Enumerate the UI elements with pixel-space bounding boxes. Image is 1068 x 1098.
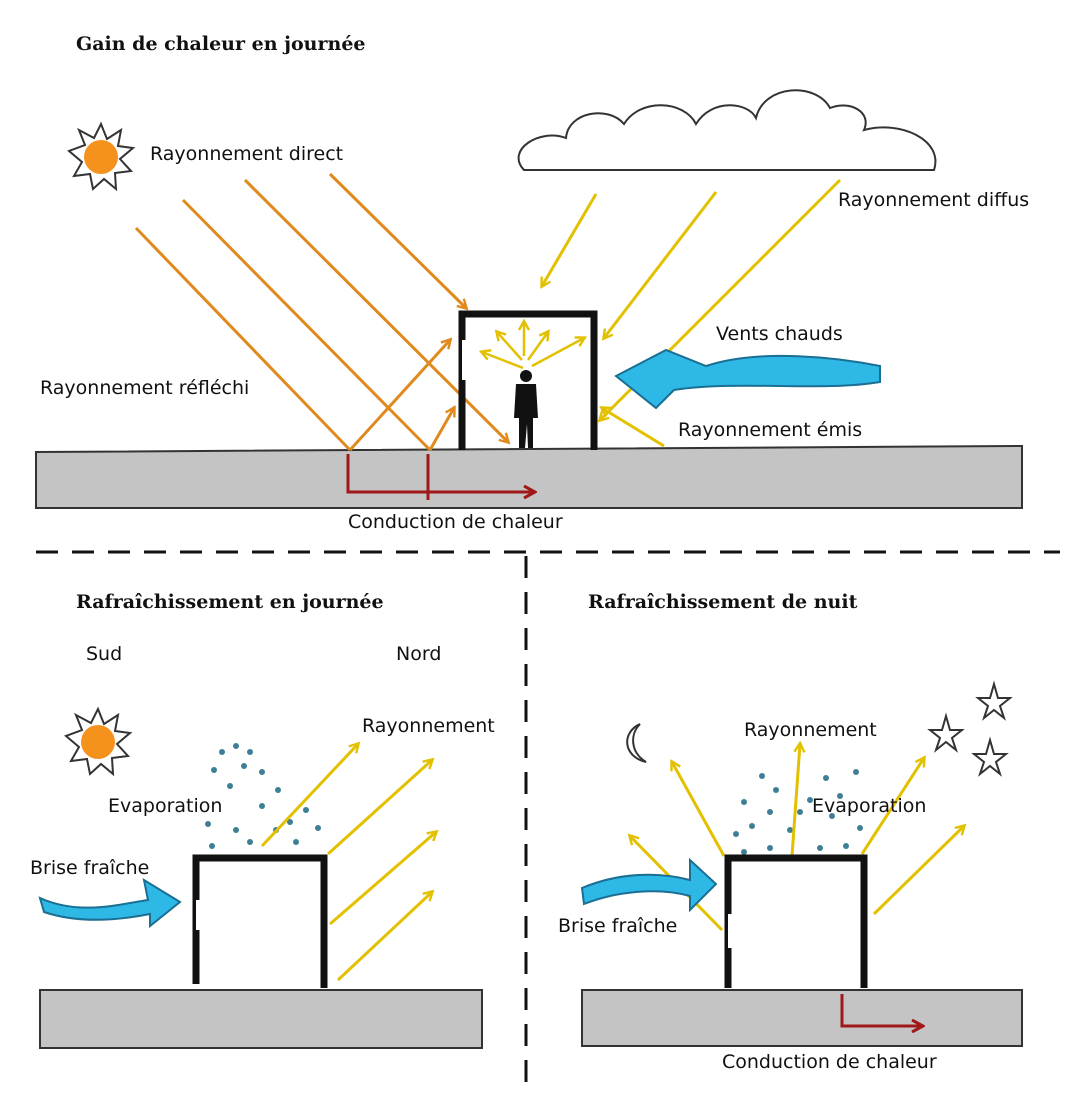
br-label-rayonnement: Rayonnement	[744, 719, 877, 741]
br-ground	[581, 989, 1023, 1047]
sun-icon	[64, 706, 133, 777]
label-diffus: Rayonnement diffus	[838, 189, 1029, 211]
br-label-evaporation: Evaporation	[812, 795, 926, 817]
bl-title: Rafraîchissement en journée	[76, 591, 384, 613]
br-house	[724, 854, 868, 988]
bl-label-rayonnement: Rayonnement	[362, 715, 495, 737]
br-title: Rafraîchissement de nuit	[588, 591, 858, 613]
bl-label-evaporation: Evaporation	[108, 795, 222, 817]
sun-icon	[67, 121, 136, 192]
label-emis: Rayonnement émis	[678, 419, 862, 441]
bl-radiation-rays	[260, 744, 436, 982]
top-title: Gain de chaleur en journée	[76, 33, 366, 55]
top-ground	[35, 444, 1023, 509]
emitted-radiation-rays	[482, 322, 584, 370]
label-conduction-top: Conduction de chaleur	[348, 511, 563, 533]
wind-arrow-icon	[38, 877, 182, 929]
label-direct: Rayonnement direct	[150, 143, 343, 165]
moon-icon	[626, 723, 647, 763]
br-label-conduction: Conduction de chaleur	[722, 1051, 937, 1073]
wind-arrow-icon	[580, 857, 718, 913]
bl-ground	[39, 989, 483, 1049]
br-evaporation-dots	[733, 769, 863, 855]
label-vents: Vents chauds	[716, 323, 843, 345]
bl-label-nord: Nord	[396, 643, 441, 665]
star-icon	[927, 712, 965, 753]
star-icon	[971, 736, 1009, 777]
br-radiation-rays	[630, 744, 964, 932]
br-label-brise: Brise fraîche	[558, 915, 677, 937]
bl-label-brise: Brise fraîche	[30, 857, 149, 879]
wind-arrow-icon	[614, 348, 881, 410]
reflected-radiation-rays	[348, 340, 454, 452]
label-reflechi: Rayonnement réfléchi	[40, 377, 249, 399]
bl-house	[192, 854, 328, 988]
bl-label-sud: Sud	[86, 643, 122, 665]
star-icon	[975, 680, 1013, 721]
cloud-icon	[517, 89, 937, 171]
person-icon	[514, 370, 538, 448]
br-conduction-arrow	[840, 994, 922, 1026]
top-conduction-arrow	[346, 454, 534, 500]
top-house	[458, 310, 598, 450]
